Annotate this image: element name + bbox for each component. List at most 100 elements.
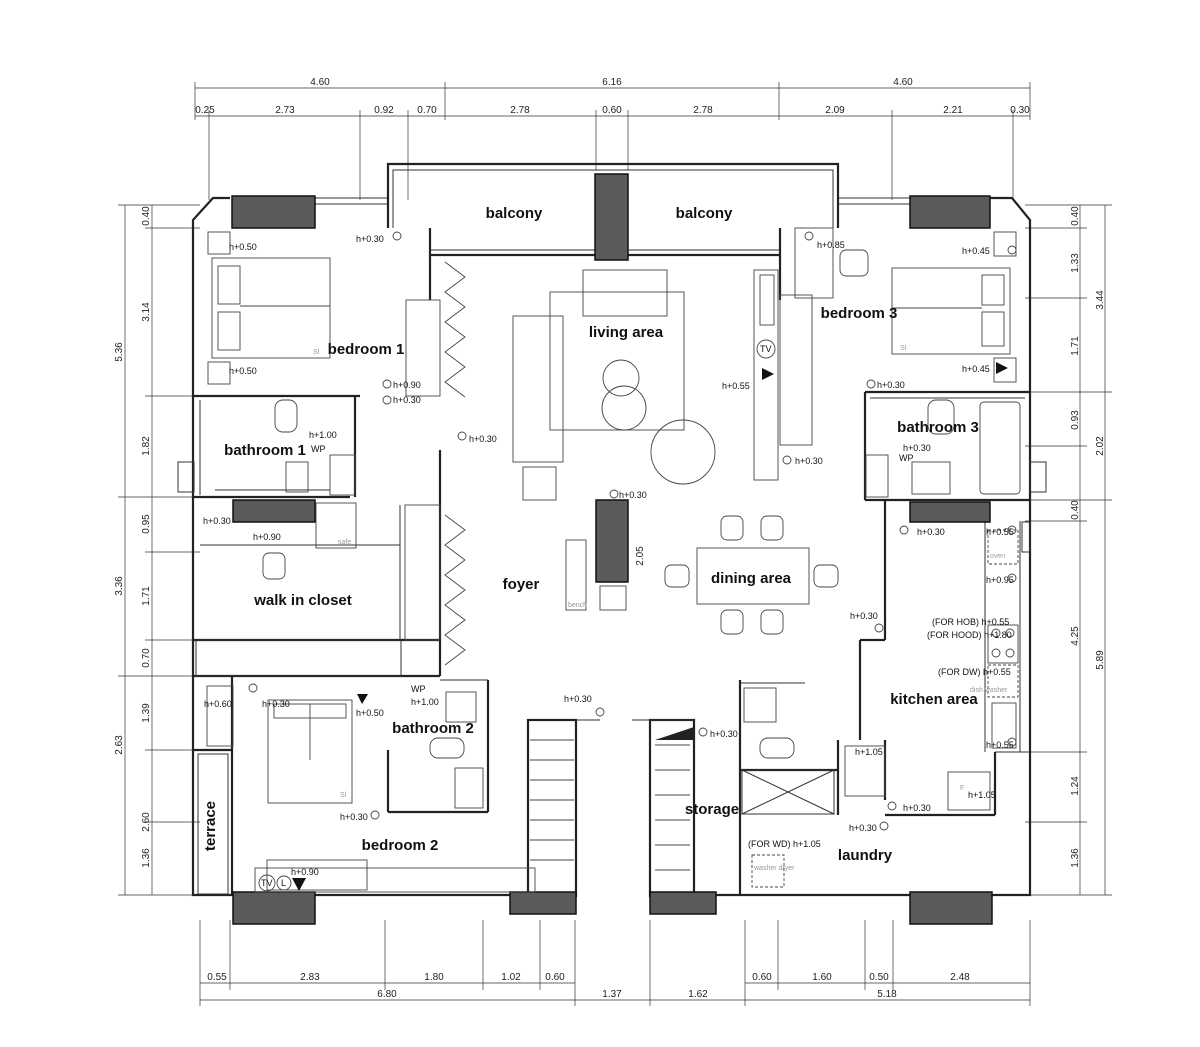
- dim-left-d6: 0.70: [141, 648, 152, 668]
- dim-right-d6: 4.25: [1070, 626, 1081, 646]
- dim-botd-5: 0.60: [545, 972, 565, 983]
- column: [231, 195, 316, 229]
- outlet-icon: [248, 683, 258, 693]
- dim-right-o2: 2.02: [1095, 436, 1106, 456]
- column: [594, 173, 629, 261]
- outlet-icon: [382, 395, 392, 405]
- dim-botd-6: 0.60: [752, 972, 772, 983]
- column: [509, 891, 577, 915]
- dim-left-o1: 5.36: [114, 342, 125, 362]
- room-labels: balcony balcony living area bedroom 1 be…: [202, 205, 979, 864]
- chair-icon: [262, 552, 286, 580]
- oven-tag: oven: [990, 553, 1005, 560]
- note: h+0.45: [962, 364, 990, 374]
- note: h+0.50: [356, 708, 384, 718]
- note: h+0.30: [795, 456, 823, 466]
- bedroom2-label: bedroom 2: [362, 837, 439, 854]
- note: h+0.30: [340, 812, 368, 822]
- structural-columns: [231, 173, 993, 925]
- note: h+0.30: [356, 234, 384, 244]
- sink-icon: [743, 687, 777, 723]
- dim-left-d5: 1.71: [141, 586, 152, 606]
- toilet-icon: [429, 737, 465, 759]
- note: h+0.30: [903, 443, 931, 453]
- dim-topd-1: 0.25: [195, 105, 215, 116]
- dimension-labels: 4.60 6.16 4.60 0.25 2.73 0.92 0.70 2.78 …: [114, 77, 1106, 1000]
- tv-tag: TV: [261, 878, 273, 888]
- dim-right-d8: 1.36: [1070, 848, 1081, 868]
- note: h+1.05: [855, 747, 883, 757]
- bathroom3-label: bathroom 3: [897, 419, 979, 436]
- note: h+0.85: [817, 240, 845, 250]
- coffee-table-icon: [602, 359, 640, 397]
- note: h+0.50: [229, 366, 257, 376]
- dim-bot-4: 5.18: [877, 989, 897, 1000]
- dim-left-d3: 1.82: [141, 436, 152, 456]
- bed-icon: [891, 267, 1011, 355]
- dim-topd-8: 2.09: [825, 105, 845, 116]
- furniture-tags: safe bench oven dish washer washer dryer…: [313, 345, 1008, 872]
- note: h+0.30: [850, 611, 878, 621]
- note: h+0.30: [262, 699, 290, 709]
- note: h+0.55: [986, 527, 1014, 537]
- note: h+0.50: [229, 242, 257, 252]
- lan-tag: L: [281, 878, 286, 888]
- note: h+0.30: [877, 380, 905, 390]
- dishwasher-tag: dish washer: [970, 687, 1008, 694]
- dim-bot-3: 1.62: [688, 989, 708, 1000]
- corridor-hatch: [530, 739, 574, 861]
- note: h+0.45: [962, 246, 990, 256]
- dim-left-d2: 3.14: [141, 302, 152, 322]
- sl-tag: Sl: [900, 345, 907, 352]
- note: h+0.30: [619, 490, 647, 500]
- dim-topd-6: 0.60: [602, 105, 622, 116]
- dim-right-d3: 1.71: [1070, 336, 1081, 356]
- washer-dryer-icon: [751, 854, 785, 888]
- sofa-icon: [512, 315, 564, 463]
- tv-tag: TV: [760, 344, 772, 354]
- safe-tag: safe: [338, 539, 351, 546]
- dim-left-o2: 3.36: [114, 576, 125, 596]
- outlet-icon: [457, 431, 467, 441]
- note: WP: [411, 684, 426, 694]
- kitchen-sink-icon: [991, 702, 1017, 749]
- outlet-icon: [1007, 573, 1017, 583]
- hob-icon: [987, 624, 1019, 664]
- fridge-icon: [947, 771, 991, 811]
- dim-left-d4: 0.95: [141, 514, 152, 534]
- sl-tag: Sl: [340, 792, 347, 799]
- toilet-icon: [927, 399, 955, 435]
- bench-tag: bench: [568, 602, 587, 609]
- dim-right-d4: 0.93: [1070, 410, 1081, 430]
- outlet-icon: [804, 231, 814, 241]
- outlet-icon: [382, 379, 392, 389]
- note: h+0.30: [564, 694, 592, 704]
- outlet-icon: [866, 379, 876, 389]
- washer-dryer-tag: washer dryer: [753, 865, 795, 872]
- outlet-icon: [1007, 525, 1017, 535]
- note: h+0.30: [917, 527, 945, 537]
- dim-top-2: 6.16: [602, 77, 622, 88]
- toilet-icon: [759, 737, 795, 759]
- bathroom1-label: bathroom 1: [224, 442, 306, 459]
- walk-in-closet-label: walk in closet: [253, 592, 352, 609]
- outlet-icon: [1007, 737, 1017, 747]
- note: h+0.95: [986, 575, 1014, 585]
- dim-topd-2: 2.73: [275, 105, 295, 116]
- outlet-icon: [879, 821, 889, 831]
- column: [595, 499, 629, 583]
- dim-topd-5: 2.78: [510, 105, 530, 116]
- dim-botd-4: 1.02: [501, 972, 521, 983]
- dim-left-d8: 2.60: [141, 812, 152, 832]
- outlet-icon: [370, 810, 380, 820]
- note: h+0.30: [469, 434, 497, 444]
- dim-topd-10: 0.30: [1010, 105, 1030, 116]
- note: h+0.60: [204, 699, 232, 709]
- note: h+1.00: [309, 430, 337, 440]
- column: [909, 891, 993, 925]
- bathroom2-label: bathroom 2: [392, 720, 474, 737]
- dim-right-d2: 1.33: [1070, 253, 1081, 273]
- dim-bot-2: 1.37: [602, 989, 622, 1000]
- tv-icon: [756, 339, 776, 359]
